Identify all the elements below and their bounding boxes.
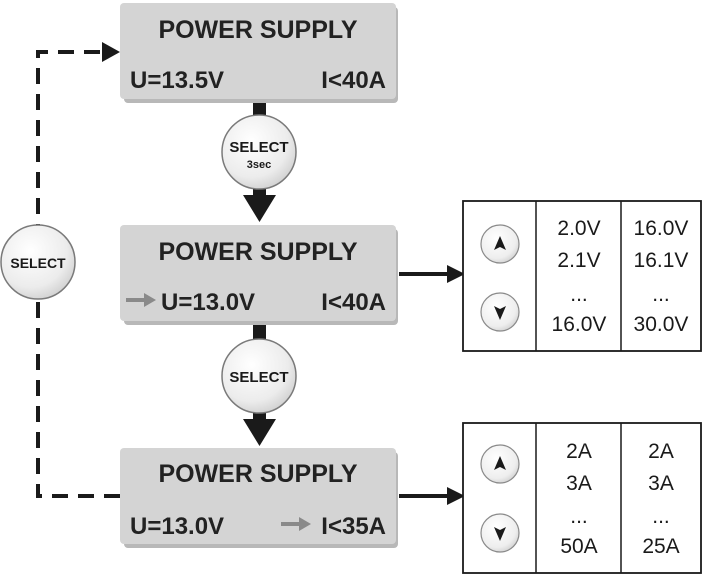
voltage-range2-last: 30.0V xyxy=(634,313,689,336)
arrowhead-2-3 xyxy=(243,419,276,446)
voltage-down-button[interactable] xyxy=(480,292,520,332)
voltage-range2-first: 16.0V xyxy=(634,217,689,240)
current-range1-second: 3A xyxy=(566,472,592,495)
current-range2-first: 2A xyxy=(648,440,674,463)
current-options-table: 2A 3A ... 50A 2A 3A ... 25A xyxy=(462,422,702,574)
voltage-options-table: 2.0V 2.1V ... 16.0V 16.0V 16.1V ... 30.0… xyxy=(462,200,702,352)
current-readout: I<40A xyxy=(321,289,386,316)
current-readout: I<40A xyxy=(321,67,386,94)
voltage-readout: U=13.0V xyxy=(161,289,255,316)
voltage-readout: U=13.5V xyxy=(130,67,224,94)
screen-title: POWER SUPPLY xyxy=(158,16,357,44)
current-down-button[interactable] xyxy=(480,513,520,553)
current-up-button[interactable] xyxy=(480,444,520,484)
loop-arrowhead xyxy=(102,42,120,62)
connector-to-current-table xyxy=(399,494,449,498)
select-next-button[interactable]: SELECT xyxy=(221,338,297,414)
current-range2-last: 25A xyxy=(642,535,679,558)
screen-title: POWER SUPPLY xyxy=(158,238,357,266)
voltage-range1-last: 16.0V xyxy=(552,313,607,336)
indicator-arrow-icon xyxy=(281,517,311,531)
current-readout: I<35A xyxy=(321,513,386,540)
lcd-screen-initial: POWER SUPPLY U=13.5V I<40A xyxy=(120,3,398,103)
voltage-range2-second: 16.1V xyxy=(634,249,689,272)
arrow-up-icon xyxy=(494,236,506,250)
voltage-range2-ellipsis: ... xyxy=(652,283,670,306)
arrow-up-icon xyxy=(494,456,506,470)
lcd-screen-current-select: POWER SUPPLY U=13.0V I<35A xyxy=(120,448,398,548)
current-range1-first: 2A xyxy=(566,440,592,463)
voltage-range1-ellipsis: ... xyxy=(570,283,588,306)
select-loop-button[interactable]: SELECT xyxy=(0,224,76,300)
indicator-arrow-icon xyxy=(126,293,156,307)
current-range2-second: 3A xyxy=(648,472,674,495)
arrowhead-1-2 xyxy=(243,195,276,222)
arrowhead-voltage-table xyxy=(447,265,465,283)
select-loop-label: SELECT xyxy=(10,255,66,271)
current-range2-ellipsis: ... xyxy=(652,505,670,528)
select-hold-duration: 3sec xyxy=(247,159,271,171)
voltage-range1-first: 2.0V xyxy=(557,217,600,240)
voltage-range1-second: 2.1V xyxy=(557,249,600,272)
select-hold-label: SELECT xyxy=(229,139,288,156)
select-hold-button[interactable]: SELECT 3sec xyxy=(221,114,297,190)
voltage-up-button[interactable] xyxy=(480,224,520,264)
current-range1-last: 50A xyxy=(560,535,597,558)
current-range1-ellipsis: ... xyxy=(570,505,588,528)
connector-to-voltage-table xyxy=(399,272,449,276)
lcd-screen-voltage-select: POWER SUPPLY U=13.0V I<40A xyxy=(120,225,398,325)
loop-dashed-connector xyxy=(36,50,120,498)
screen-title: POWER SUPPLY xyxy=(158,460,357,488)
select-next-label: SELECT xyxy=(229,369,288,386)
arrow-down-icon xyxy=(494,527,506,541)
arrow-down-icon xyxy=(494,306,506,320)
voltage-readout: U=13.0V xyxy=(130,513,224,540)
arrowhead-current-table xyxy=(447,487,465,505)
